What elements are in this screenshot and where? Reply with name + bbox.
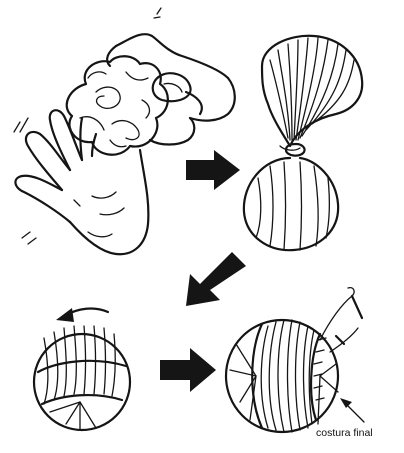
arrow-right-icon (186, 150, 240, 190)
sack-ball-lines (256, 162, 329, 250)
upper-hand-icon (107, 34, 235, 144)
step-wrap-ball-illustration (34, 308, 130, 430)
crumpled-fabric-icon (67, 56, 168, 154)
step-stuff-fabric-illustration (14, 8, 235, 254)
lower-hand-icon (15, 110, 148, 254)
seam-stripes (261, 320, 314, 432)
step-stitch-closed-illustration (226, 288, 364, 432)
pointer-arrow-icon (340, 398, 364, 422)
sack-stripes (270, 38, 354, 140)
rotate-arrow-icon (56, 308, 108, 322)
motion-lines-icon (14, 8, 161, 244)
final-seam-label: costura final (316, 427, 373, 439)
arrow-down-left-icon (186, 252, 246, 306)
arrow-right-icon (160, 348, 216, 392)
step-tie-sack-illustration (244, 36, 362, 250)
